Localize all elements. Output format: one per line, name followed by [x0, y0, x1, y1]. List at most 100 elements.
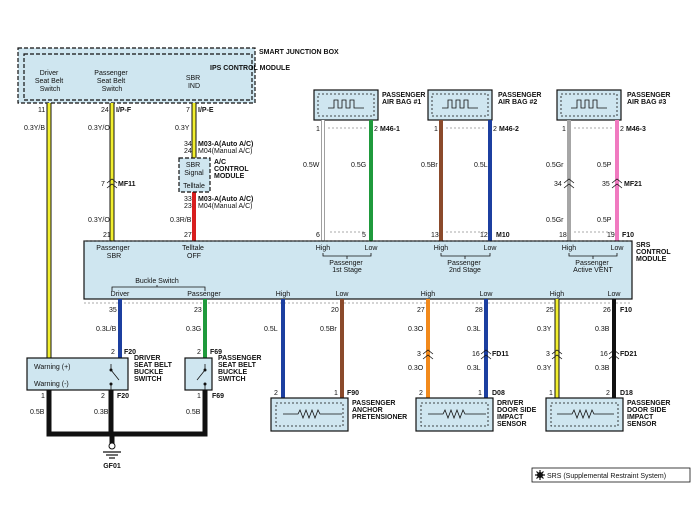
- pin-fd11-16a: 16: [472, 351, 480, 358]
- srs-label-bottom-high-3: High: [550, 291, 565, 298]
- connector-m46-3: M46-3: [626, 126, 646, 133]
- wire-label-05l-b: 0.5L: [264, 326, 278, 333]
- pretensioner-title: PASSENGER ANCHOR PRETENSIONER: [352, 400, 407, 421]
- pin-ips-11: 11: [38, 107, 45, 114]
- wire-label-05w: 0.5W: [303, 162, 320, 169]
- pin-srs-13: 13: [431, 232, 439, 239]
- mf11-connector-mark: [106, 178, 118, 189]
- wire-label-rb: 0.3R/B: [170, 217, 192, 224]
- connector-d08: D08: [492, 390, 505, 397]
- pin-d18-1: 1: [549, 390, 553, 397]
- ac-module-title: A/C CONTROL MODULE: [214, 159, 250, 180]
- ac-control-module: [178, 157, 211, 193]
- ac-conn-bottom-1: M03-A(Auto A/C): [198, 196, 253, 203]
- pin-srs-23: 23: [194, 307, 202, 314]
- wire-label-03y-2: 0.3Y: [537, 365, 552, 372]
- connector-m46-1: M46-1: [380, 126, 400, 133]
- pin-fd21-3a: 3: [546, 351, 550, 358]
- ips-control-module: [23, 53, 253, 101]
- pin-mf21-34: 34: [554, 181, 562, 188]
- connector-f69-b: F69: [212, 393, 224, 400]
- connector-fd11: FD11: [492, 351, 509, 358]
- srs-label-low-2: Low: [484, 245, 498, 252]
- pin-d08-1: 1: [478, 390, 482, 397]
- srs-label-2nd-stage: Passenger 2nd Stage: [447, 260, 482, 274]
- wire-label-03b-g: 0.3B: [94, 409, 109, 416]
- pin-ac-33: 33: [184, 196, 192, 203]
- stage-bracket-1: [322, 253, 372, 259]
- srs-label-bottom-low-3: Low: [608, 291, 622, 298]
- srs-label-active-vent: Passenger Active VENT: [573, 260, 613, 274]
- wire-label-03b-2: 0.3B: [595, 365, 610, 372]
- fd11-connector-mark: [422, 349, 492, 360]
- srs-label-bottom-high-2: High: [421, 291, 436, 298]
- driver-buckle-title: DRIVER SEAT BELT BUCKLE SWITCH: [134, 355, 174, 383]
- ac-conn-top-2: M04(Manual A/C): [198, 148, 252, 155]
- wire-label-03l-1: 0.3L: [467, 326, 481, 333]
- wire-label-yo-1: 0.3Y/O: [88, 125, 110, 132]
- pretensioner-resistor: [283, 408, 342, 420]
- wire-label-05b-1: 0.5B: [30, 409, 45, 416]
- sbr-ind-label: SBR IND: [186, 75, 202, 90]
- wire-label-03l-2: 0.3L: [467, 365, 481, 372]
- warning-plus-label: Warning (+): [34, 364, 71, 371]
- pin-f90-2: 2: [274, 390, 278, 397]
- ips-module-label: IPS CONTROL MODULE: [210, 65, 290, 72]
- connector-f20-b: F20: [117, 393, 129, 400]
- wire-label-yo-2: 0.3Y/O: [88, 217, 110, 224]
- buckle-bracket: [111, 285, 206, 291]
- pin-d18-2: 2: [606, 390, 610, 397]
- pretensioner-box: [270, 397, 349, 432]
- driver-sensor-box: [415, 397, 494, 432]
- srs-label-buckle-switch: Buckle Switch: [135, 278, 179, 285]
- pin-f20-top: 2: [111, 349, 115, 356]
- pin-srs-5: 5: [362, 232, 366, 239]
- ac-sbr-signal: SBR Signal: [184, 162, 204, 177]
- pin-ab1-1: 1: [316, 126, 320, 133]
- driver-switch-label: Driver Seat Belt Switch: [35, 70, 65, 93]
- warning-minus-label: Warning (-): [34, 381, 69, 388]
- srs-label-low-3: Low: [611, 245, 625, 252]
- srs-control-module: [83, 240, 633, 300]
- wire-label-03g: 0.3G: [186, 326, 201, 333]
- wire-label-03o-2: 0.3O: [408, 365, 424, 372]
- footer-legend: [531, 467, 691, 483]
- pin-ab2-1: 1: [434, 126, 438, 133]
- srs-label-buckle-driver: Driver: [111, 291, 130, 298]
- pin-ac-23: 23: [184, 203, 192, 210]
- srs-label-low-1: Low: [365, 245, 379, 252]
- pin-f69-bottom: 1: [197, 393, 201, 400]
- connector-f10-bottom: F10: [620, 307, 632, 314]
- wire-label-03lb: 0.3L/B: [96, 326, 117, 333]
- wire-label-05l: 0.5L: [474, 162, 488, 169]
- connector-ipf: I/P-F: [116, 107, 132, 114]
- pin-ac-34: 34: [184, 141, 192, 148]
- smart-junction-box-label: SMART JUNCTION BOX: [259, 49, 339, 56]
- srs-module-title: SRS CONTROL MODULE: [636, 242, 672, 263]
- pin-srs-35: 35: [109, 307, 117, 314]
- pin-ab1-2: 2: [374, 126, 378, 133]
- connector-mf21: MF21: [624, 181, 642, 188]
- pin-f90-1: 1: [334, 390, 338, 397]
- connector-fd21: FD21: [620, 351, 637, 358]
- pin-srs-27b: 27: [417, 307, 425, 314]
- connector-f90: F90: [347, 390, 359, 397]
- wire-label-05b-2: 0.5B: [186, 409, 201, 416]
- connector-f10-top: F10: [622, 232, 634, 239]
- passenger-sensor-resistor: [557, 408, 614, 420]
- connector-ipe: I/P-E: [198, 107, 214, 114]
- pin-ab2-2: 2: [493, 126, 497, 133]
- stage-bracket-3: [568, 253, 618, 259]
- pin-ips-7: 7: [186, 107, 190, 114]
- connector-f20-a: F20: [124, 349, 136, 356]
- srs-label-bottom-high-1: High: [276, 291, 291, 298]
- passenger-sensor-title: PASSENGER DOOR SIDE IMPACT SENSOR: [627, 400, 672, 428]
- pin-mf11-7: 7: [101, 181, 105, 188]
- pin-f20-bottom: 2: [101, 393, 105, 400]
- wire-label-yb: 0.3Y/B: [24, 125, 45, 132]
- wire-label-05p-1: 0.5P: [597, 162, 612, 169]
